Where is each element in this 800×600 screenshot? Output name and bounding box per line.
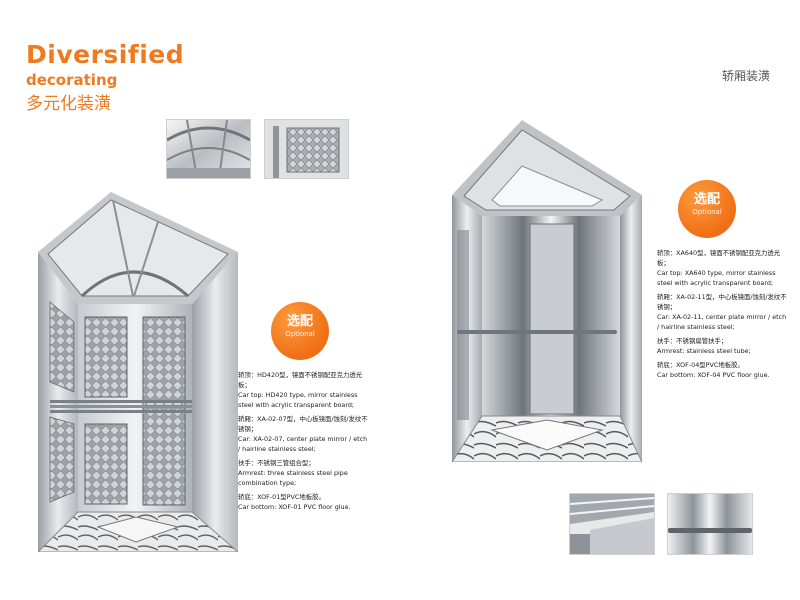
spec-armrest-cn: 扶手：不锈钢三管组合型； (238, 459, 315, 467)
page-title: Diversified (26, 40, 185, 69)
spec-car-top-en: Car top: HD420 type, mirror stainless st… (238, 391, 358, 409)
ceiling-detail-image (167, 120, 250, 178)
spec-list-left: 轿顶：HD420型，镜面不锈钢配亚克力透光板； Car top: HD420 t… (238, 370, 368, 516)
spec-car-bottom-en: Car bottom: XOF-01 PVC floor glue. (238, 503, 351, 511)
spec-car-cn: 轿厢：XA-02-11型，中心板镜面/蚀刻/发纹不锈钢； (657, 293, 787, 311)
optional-badge-en: Optional (692, 208, 722, 216)
spec-armrest-en: Armrest: three stainless steel pipe comb… (238, 469, 348, 487)
spec-armrest-en: Armrest: stainless steel tube; (657, 347, 751, 355)
spec-car-en: Car: XA-02-07, center plate mirror / etc… (238, 435, 368, 453)
elevator-car-xa640-illustration (451, 120, 643, 463)
optional-badge-cn: 选配 (693, 192, 720, 207)
section-label: 轿厢装潢 (722, 69, 771, 83)
ceiling-detail-image-right (570, 494, 654, 554)
handrail-detail-image (668, 494, 752, 554)
optional-badge-right: 选配 Optional (678, 180, 736, 238)
elevator-car-xa640-image (451, 120, 643, 463)
spec-car-bottom-en: Car bottom: XOF-04 PVC floor glue. (657, 371, 770, 379)
elevator-car-hd420-illustration (36, 192, 240, 553)
spec-car-en: Car: XA-02-11, center plate mirror / etc… (657, 313, 787, 331)
optional-badge-left: 选配 Optional (271, 302, 329, 360)
optional-badge-cn: 选配 (286, 314, 313, 329)
page-subtitle: decorating (26, 71, 118, 89)
spec-car-top-cn: 轿顶：XA640型，镜面不锈钢配亚克力透光板； (657, 249, 781, 267)
spec-car-cn: 轿厢：XA-02-07型，中心板镜面/蚀刻/发纹不锈钢； (238, 415, 368, 433)
spec-car-bottom-cn: 轿底：XOF-04型PVC地板胶。 (657, 361, 744, 369)
ceiling-detail-thumbnail (166, 119, 251, 179)
wall-panel-detail-image (265, 120, 348, 178)
spec-list-right: 轿顶：XA640型，镜面不锈钢配亚克力透光板； Car top: XA640 t… (657, 248, 787, 384)
optional-badge-en: Optional (285, 330, 315, 338)
wall-panel-detail-thumbnail (264, 119, 349, 179)
spec-car-bottom-cn: 轿底：XOF-01型PVC地板胶。 (238, 493, 325, 501)
handrail-detail-thumbnail (667, 493, 753, 555)
spec-armrest-cn: 扶手：不锈钢扁管扶手； (657, 337, 728, 345)
page-title-cn: 多元化装潢 (26, 94, 111, 114)
spec-car-top-en: Car top: XA640 type, mirror stainless st… (657, 269, 776, 287)
elevator-car-hd420-image (36, 192, 240, 553)
ceiling-detail-thumbnail-right (569, 493, 655, 555)
spec-car-top-cn: 轿顶：HD420型，镜面不锈钢配亚克力透光板； (238, 371, 363, 389)
